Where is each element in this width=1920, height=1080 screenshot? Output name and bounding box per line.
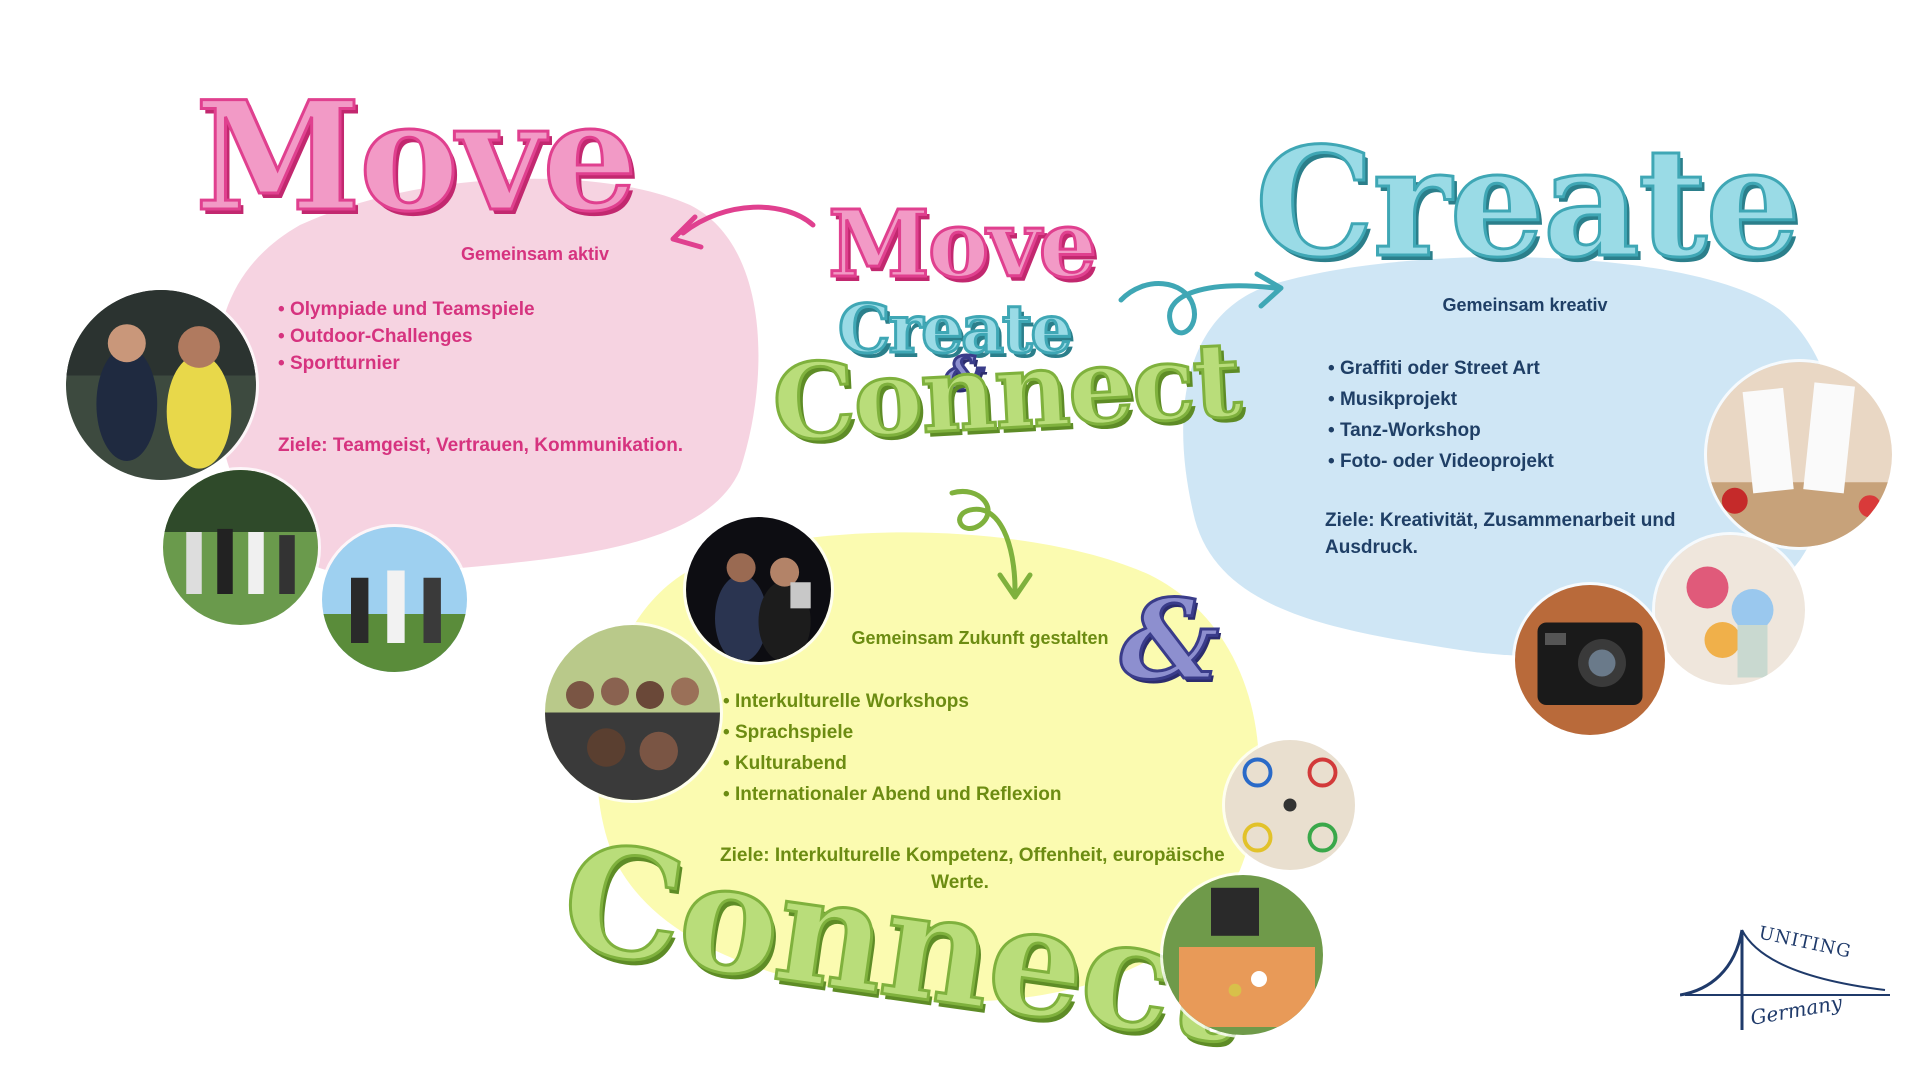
list-item: Foto- oder Videoprojekt [1328,446,1554,477]
photo-move-outdoor [322,527,467,672]
center-connect-word: Connect [768,316,1244,466]
connect-goals: Ziele: Interkulturelle Kompetenz, Offenh… [720,842,1225,896]
photo-connect-boardgame [1225,740,1355,870]
list-item: Graffiti oder Street Art [1328,353,1554,384]
photo-move-circle [163,470,318,625]
list-item: Olympiade und Teamspiele [278,296,535,323]
move-subtitle: Gemeinsam aktiv [460,244,610,264]
create-activity-list: Graffiti oder Street Art Musikprojekt Ta… [1328,353,1554,477]
move-goals: Ziele: Teamgeist, Vertrauen, Kommunikati… [278,435,684,456]
create-goals-line2: Ausdruck. [1325,537,1418,558]
connect-subtitle: Gemeinsam Zukunft gestalten [851,628,1109,648]
create-goals-line1: Ziele: Kreativität, Zusammenarbeit und [1325,510,1676,531]
photo-connect-night [686,517,831,662]
list-item: Sportturnier [278,350,535,377]
connect-activity-list: Interkulturelle Workshops Sprachspiele K… [723,686,1062,810]
photo-create-camera [1515,585,1665,735]
list-item: Tanz-Workshop [1328,415,1554,446]
list-item: Kulturabend [723,748,1061,779]
connect-ampersand: & [1118,575,1220,704]
list-item: Internationaler Abend und Reflexion [723,779,1062,810]
center-ampersand: & [944,348,987,399]
list-item: Musikprojekt [1328,384,1554,415]
curly-arrow-down-icon [949,489,1033,600]
curly-arrow-right-icon [1118,271,1284,336]
curved-arrow-left-icon [670,204,816,250]
center-create-word: Create [837,290,1075,368]
create-heading: Create [1254,115,1803,291]
photo-connect-game-outdoor [1163,875,1323,1035]
list-item: Sprachspiele [723,717,1061,748]
move-blob [215,178,759,577]
list-item: Outdoor-Challenges [278,323,535,350]
photo-create-easels [1707,362,1892,547]
create-goals: Ziele: Kreativität, Zusammenarbeit und A… [1325,507,1676,561]
create-subtitle: Gemeinsam kreativ [1442,295,1608,315]
list-item: Interkulturelle Workshops [723,686,1061,717]
move-activity-list: Olympiade und Teamspiele Outdoor-Challen… [278,296,535,377]
photo-create-flowers [1655,535,1805,685]
photo-connect-workshop [545,625,720,800]
move-heading: Move [194,69,640,245]
connect-goals-line1: Ziele: Interkulturelle Kompetenz, Offenh… [720,845,1225,866]
bridge-logo-icon [1680,929,1890,1030]
connect-goals-line2: Werte. [931,872,989,893]
photo-move-dance [66,290,256,480]
uniting-germany-logo: UNITING Germany [1680,920,1890,1035]
center-move-word: Move [826,190,1098,298]
